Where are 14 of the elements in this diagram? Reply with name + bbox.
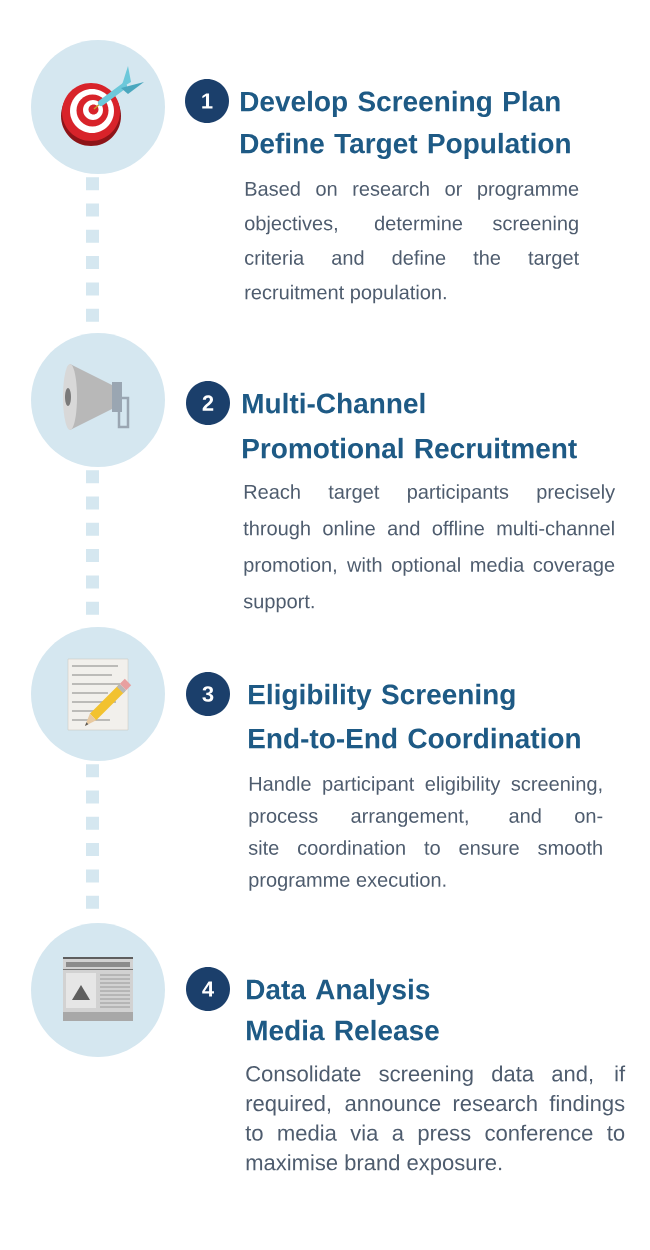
number-badge: 2 (186, 381, 230, 425)
step-heading: Develop Screening Plan Define Target Population (241, 90, 570, 160)
step-heading: Multi-Channel Promotional Recruitment (243, 392, 577, 459)
number-badge: 1 (185, 79, 229, 123)
step-description: Consolidate screening data and, if required, announce research findings to media via a press conference to maximise brand exposure. (245, 1065, 626, 1175)
step-heading: Data Analysis Media Release (247, 978, 439, 1041)
step-description: Based on research or programme objectives, determine screening criteria and define the target recruitment population. (245, 181, 579, 304)
number-badge: 4 (186, 967, 230, 1011)
dotted-line (86, 177, 99, 323)
dotted-line (86, 470, 99, 617)
step-heading: Eligibility Screening End-to-End Coordination (249, 683, 580, 749)
step-description: Reach target participants precisely through online and offline multi-channel promotion, with optional media coverage support. (243, 484, 616, 613)
number-badge: 3 (186, 672, 230, 716)
step-description: Handle participant eligibility screening, process arrangement, and on-site coordination to ensure smooth programme execution. (248, 776, 603, 891)
